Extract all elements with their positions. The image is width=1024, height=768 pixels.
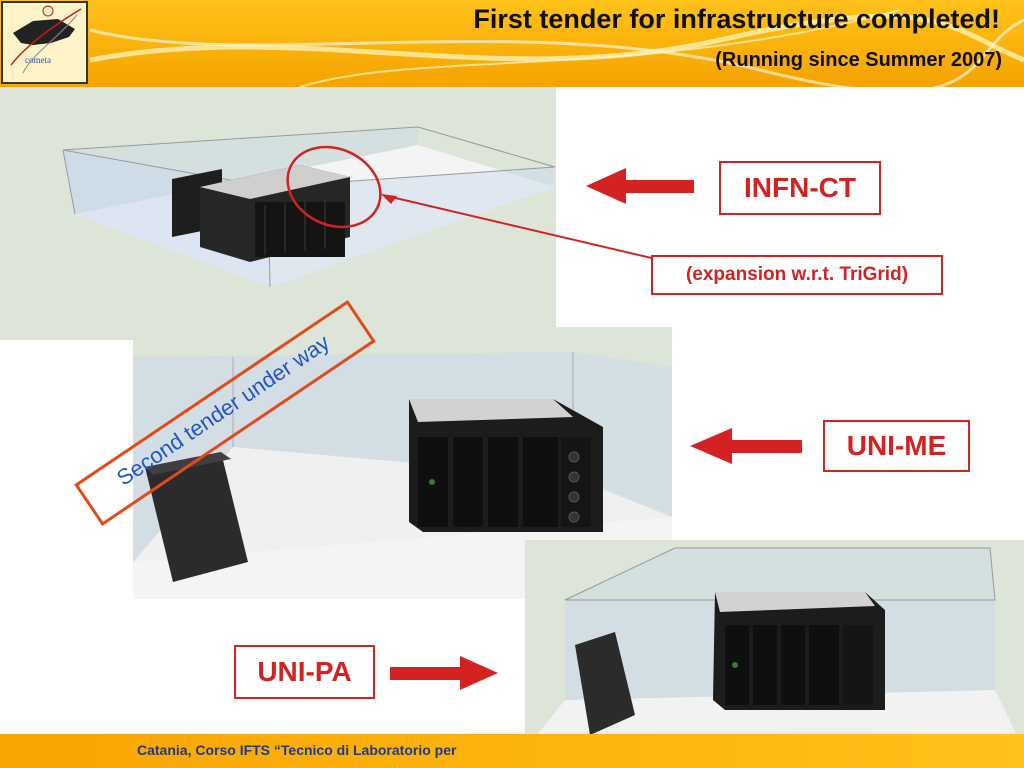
- svg-text:cometa: cometa: [25, 55, 51, 65]
- expansion-label: (expansion w.r.t. TriGrid): [651, 255, 943, 295]
- uni-me-label: UNI-ME: [823, 420, 970, 472]
- footer-bar: Catania, Corso IFTS “Tecnico di Laborato…: [0, 734, 1024, 768]
- infn-ct-room-drawing: [62, 126, 556, 288]
- header-swirl-decoration: [89, 9, 1024, 87]
- cometa-sicily-logo-icon: cometa: [1, 1, 88, 84]
- arrow-left-unime-icon: [690, 428, 802, 464]
- pointer-arrow-to-rack: [381, 194, 661, 261]
- page-title: First tender for infrastructure complete…: [473, 4, 1000, 34]
- arrow-right-unipa-icon: [390, 656, 498, 690]
- infn-ct-label: INFN-CT: [719, 161, 881, 215]
- page-subtitle: (Running since Summer 2007): [715, 49, 1002, 71]
- footer-text: Catania, Corso IFTS “Tecnico di Laborato…: [137, 742, 457, 758]
- uni-me-room-render: [133, 327, 672, 599]
- uni-pa-label: UNI-PA: [234, 645, 375, 699]
- header-bar: cometa First tender for infrastructure c…: [0, 0, 1024, 87]
- arrow-left-infn-icon: [586, 168, 694, 204]
- uni-pa-room-render: [525, 540, 1024, 750]
- uni-pa-room-drawing: [525, 547, 1024, 750]
